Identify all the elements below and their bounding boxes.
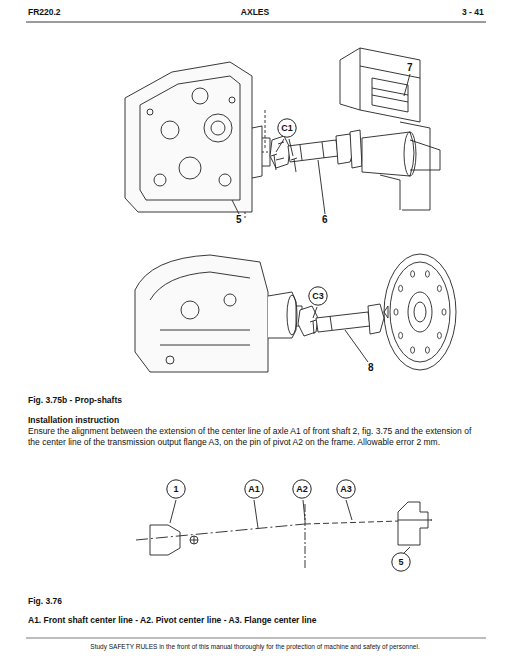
- leader-line: [232, 200, 239, 214]
- text-label: Study SAFETY RULES in the front of this …: [90, 643, 419, 651]
- leader-line: [404, 547, 410, 553]
- callout-label: A2: [296, 484, 308, 494]
- text-label: Installation instruction: [28, 415, 119, 426]
- callout-circle: C1: [277, 118, 297, 138]
- flange-disk: [384, 254, 456, 370]
- callout-number: 6: [322, 214, 328, 227]
- text-label: AXLES: [241, 7, 269, 18]
- callout-label: 1: [173, 484, 178, 494]
- text-label: FR220.2: [28, 7, 61, 18]
- prop-shaft: [270, 130, 440, 176]
- text-label: Ensure the alignment between the extensi…: [28, 426, 484, 447]
- callout-label: C1: [281, 123, 293, 133]
- leader-line: [346, 500, 352, 520]
- text-label: A1. Front shaft center line - A2. Pivot …: [28, 615, 316, 626]
- frame-bracket: [340, 48, 430, 210]
- callout-number: 5: [236, 214, 242, 227]
- leader-line: [318, 160, 325, 214]
- flange-holes: [394, 271, 446, 353]
- leader-line: [170, 500, 176, 523]
- callout-circle: C3: [308, 286, 328, 306]
- callout-circle: A2: [292, 479, 312, 499]
- callout-label: C3: [312, 291, 324, 301]
- text-label: Fig. 3.76: [28, 596, 62, 607]
- alignment-diagram: [136, 502, 432, 568]
- leader-line: [404, 74, 410, 96]
- callout-number: 8: [368, 362, 374, 375]
- callout-label: 5: [398, 557, 403, 567]
- callout-circle: A3: [336, 479, 356, 499]
- callout-circle: 5: [391, 552, 411, 572]
- prop-shaft: [298, 304, 384, 336]
- leader-line: [276, 139, 284, 152]
- leader-line: [289, 139, 293, 156]
- engine-block: [125, 62, 270, 220]
- transmission-housing: [135, 255, 302, 372]
- footer-rule: [26, 638, 486, 639]
- leader-line: [303, 500, 305, 520]
- text-label: 3 - 41: [462, 7, 484, 18]
- bolt: [310, 320, 316, 334]
- header-rule: [26, 22, 486, 23]
- callout-number: 7: [407, 62, 413, 75]
- figure-caption: Fig. 3.75b - Prop-shafts: [28, 395, 122, 406]
- leader-line: [254, 500, 258, 528]
- callout-label: A1: [248, 484, 260, 494]
- leader-line: [313, 307, 317, 318]
- leader-line: [345, 330, 368, 362]
- callout-circle: 1: [166, 479, 186, 499]
- bolts: [271, 154, 297, 172]
- callout-label: A3: [340, 484, 352, 494]
- callout-circle: A1: [244, 479, 264, 499]
